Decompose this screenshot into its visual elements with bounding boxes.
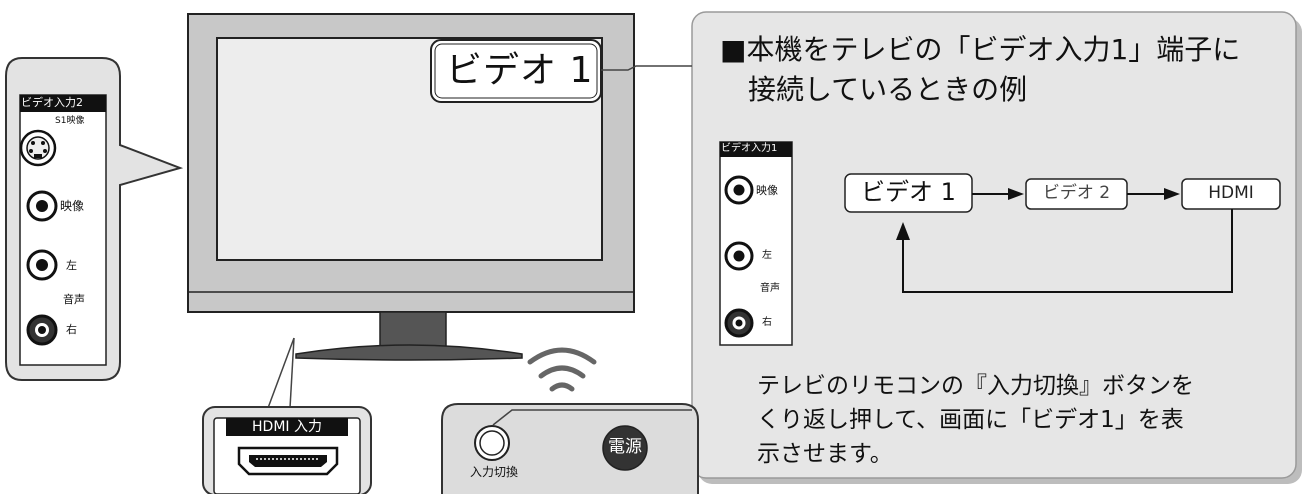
hdmi-input-label: HDMI 入力 — [252, 419, 322, 435]
mini-audio-left-label: 左 — [762, 250, 772, 261]
instruction-line2: くり返し押して、画面に「ビデオ1」を表 — [757, 407, 1184, 433]
mini-video-label: 映像 — [756, 184, 778, 197]
tv-screen-label-box — [430, 39, 602, 103]
rca-audio-left-connector — [26, 249, 58, 281]
s-video-connector — [19, 129, 57, 167]
tv-screen-label-box-inner — [434, 43, 598, 99]
flow-return-arrow — [896, 209, 1233, 293]
s-video-label: S1映像 — [55, 116, 85, 126]
audio-right-label: 右 — [66, 323, 77, 336]
flow-arrow-2 — [1127, 188, 1180, 200]
hdmi-pointer-line-b — [289, 337, 295, 409]
mini-panel-header: ビデオ入力1 — [721, 143, 778, 154]
remote-control-body — [441, 403, 699, 494]
hdmi-pointer-line-a — [267, 337, 295, 409]
mini-audio-right-label: 右 — [762, 317, 772, 328]
rca-audio-right-connector — [26, 314, 58, 346]
input-switch-button[interactable] — [474, 425, 510, 461]
screen-label-leader-line — [601, 65, 692, 71]
tv-screen-label: ビデオ 1 — [446, 50, 594, 91]
tv-stand-base — [295, 344, 523, 361]
flow-label-video1: ビデオ 1 — [861, 178, 956, 206]
audio-left-label: 左 — [66, 259, 77, 272]
video-label: 映像 — [60, 199, 85, 213]
instruction-line1: テレビのリモコンの『入力切換』ボタンを — [757, 373, 1194, 399]
mini-rca-audio-right-connector — [724, 308, 754, 338]
instruction-line3: 示させます。 — [757, 441, 893, 467]
wireless-signal-icon — [527, 347, 597, 392]
power-button[interactable] — [602, 425, 648, 471]
left-panel-header: ビデオ入力2 — [21, 96, 83, 109]
mini-audio-label: 音声 — [760, 283, 780, 294]
remote-leader-line — [492, 409, 692, 426]
rca-video-connector — [26, 190, 58, 222]
left-panel-header-bg — [20, 95, 106, 112]
mini-rca-video-connector — [724, 175, 754, 205]
flow-label-video2: ビデオ 2 — [1042, 183, 1111, 203]
callout-title-line1: ■本機をテレビの「ビデオ入力1」端子に — [720, 33, 1241, 66]
callout-box — [691, 11, 1297, 479]
callout-title-line2: 接続しているときの例 — [748, 73, 1028, 106]
audio-label: 音声 — [63, 293, 85, 306]
power-label: 電源 — [608, 437, 642, 457]
mini-panel-header-bg — [720, 142, 792, 157]
input-switch-label: 入力切換 — [470, 465, 519, 479]
hdmi-label-bg — [226, 418, 348, 436]
hdmi-port-icon — [237, 446, 339, 476]
flow-label-hdmi: HDMI — [1208, 183, 1254, 203]
tv-stand-neck — [379, 311, 447, 349]
flow-arrow-1 — [972, 188, 1024, 200]
mini-rca-audio-left-connector — [724, 241, 754, 271]
